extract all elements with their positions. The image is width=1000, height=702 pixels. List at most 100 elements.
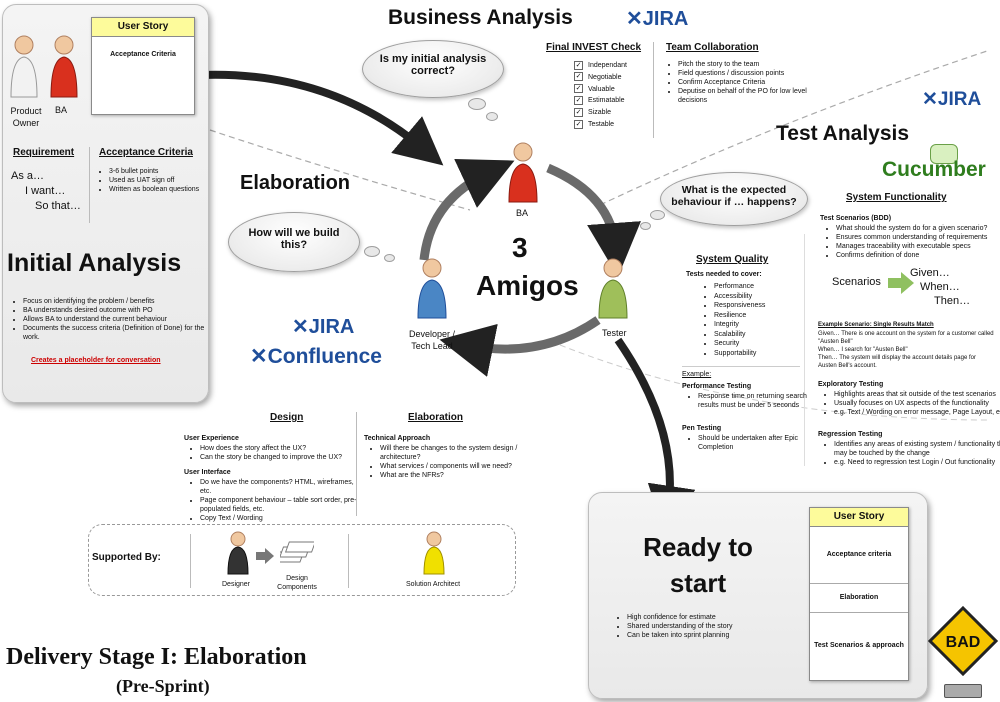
list-item: Confirm Acceptance Criteria (678, 78, 818, 87)
divider (653, 42, 654, 138)
acceptance-criteria-list: 3-6 bullet points Used as UAT sign off W… (95, 167, 213, 194)
gwt-line: When… (920, 281, 960, 293)
invest-header: Final INVEST Check (546, 42, 642, 53)
list-item: Manages traceability with executable spe… (836, 242, 1000, 251)
designer-figure (227, 531, 249, 575)
ba-label: BA (55, 105, 68, 115)
design-header: Design (270, 412, 304, 423)
tech-approach-header: Technical Approach (364, 435, 431, 442)
performance-testing-header: Performance Testing (682, 383, 752, 390)
list-item: Confirms definition of done (836, 251, 1000, 260)
confluence-icon: ✕ (250, 345, 268, 368)
cucumber-speech-icon (930, 144, 958, 164)
list-item: Page component behaviour – table sort or… (200, 496, 360, 514)
list-item: Ensures common understanding of requirem… (836, 233, 1000, 242)
ready-sticky-section: Test Scenarios & approach (814, 642, 904, 649)
thought-dot (468, 98, 486, 110)
list-item: Should be undertaken after Epic Completi… (698, 434, 814, 452)
list-item: Supportability (714, 349, 814, 359)
ba-center-label: BA (516, 208, 529, 218)
list-item: Highlights areas that sit outside of the… (834, 390, 1000, 399)
jira-icon: ✕ (626, 8, 643, 30)
divider (348, 534, 349, 588)
list-item: Responsiveness (714, 301, 814, 311)
ready-heading-line: Ready to (643, 532, 753, 562)
scenarios-label: Scenarios (832, 276, 881, 288)
initial-analysis-bullets: Focus on identifying the problem / benef… (9, 297, 213, 342)
regression-list: Identifies any areas of existing system … (820, 440, 1000, 467)
list-item: Copy Text / Wording (200, 514, 360, 523)
jira-icon: ✕ (292, 316, 309, 338)
user-story-sticky-body: Acceptance Criteria (110, 51, 176, 58)
initial-analysis-heading: Initial Analysis (7, 249, 182, 277)
placeholder-link[interactable]: Creates a placeholder for conversation (31, 357, 161, 364)
list-item: Integrity (714, 320, 814, 330)
list-item: 3-6 bullet points (109, 167, 213, 176)
list-item: Field questions / discussion points (678, 69, 818, 78)
list-item: Pitch the story to the team (678, 60, 818, 69)
confluence-logo: ✕Confluence (250, 345, 382, 368)
arrow-to-ba (199, 70, 444, 166)
system-quality-header: System Quality (696, 254, 769, 265)
tester-label: Tester (602, 328, 627, 338)
list-item: Deputise on behalf of the PO for low lev… (678, 87, 818, 105)
arrow-to-ready (614, 337, 696, 534)
checkbox-icon: ✓ (574, 119, 583, 129)
ready-user-story-sticky: User Story Acceptance criteria Elaborati… (809, 507, 909, 681)
requirement-lines: As a… I want… So that… (11, 169, 81, 214)
pen-testing-header: Pen Testing (682, 425, 722, 432)
team-collab-header: Team Collaboration (666, 42, 759, 53)
tester-figure (598, 258, 628, 319)
business-analysis-heading: Business Analysis (388, 6, 573, 29)
invest-item: ✓Estimatable (574, 96, 625, 106)
page-title: Delivery Stage I: Elaboration (6, 644, 307, 670)
quality-list: Performance Accessibility Responsiveness… (700, 282, 814, 358)
jira-logo-mid: ✕JIRA (292, 316, 355, 338)
ready-bullets: High confidence for estimate Shared unde… (613, 613, 807, 640)
bad-badge-text: BAD (946, 634, 981, 651)
divider (190, 534, 191, 588)
gwt-line: Then… (934, 295, 971, 307)
list-item: Response time on returning search result… (698, 392, 814, 410)
ready-to-start-panel: Ready to start High confidence for estim… (588, 492, 928, 699)
checkbox-icon: ✓ (574, 96, 583, 106)
supported-by-box (88, 524, 516, 596)
pen-testing-list: Should be undertaken after Epic Completi… (684, 434, 814, 452)
bad-badge-icon: BAD (928, 606, 998, 676)
ba-avatar (50, 35, 78, 98)
list-item: Can be taken into sprint planning (627, 631, 807, 640)
invest-item: ✓Negotiable (574, 72, 622, 82)
cucumber-logo: Cucumber (882, 158, 986, 181)
regression-header: Regression Testing (818, 431, 883, 438)
example-label: Example: (682, 371, 712, 378)
list-item: High confidence for estimate (627, 613, 807, 622)
example-line: Then… The system will display the accoun… (818, 355, 976, 369)
invest-item: ✓Testable (574, 119, 615, 129)
list-item: BA understands desired outcome with PO (23, 306, 213, 315)
thought-dot (650, 210, 665, 220)
invest-item: ✓Valuable (574, 84, 615, 94)
dashed-divider-mid (559, 344, 991, 421)
gwt-block: Given… When… Then… (910, 266, 970, 308)
test-analysis-heading: Test Analysis (776, 122, 910, 145)
list-item: Can the story be changed to improve the … (200, 453, 360, 462)
cycle-arrow-tester-dev (439, 316, 601, 377)
invest-item: ✓Sizable (574, 107, 611, 117)
ready-sticky-section: Acceptance criteria (810, 527, 908, 584)
req-line: As a… (11, 170, 45, 182)
list-item: What services / components will we need? (380, 462, 530, 471)
designer-label: Designer (222, 581, 251, 588)
cycle-arrow-dev-ba (419, 158, 515, 261)
product-owner-avatar (10, 35, 38, 98)
ui-header: User Interface (184, 469, 231, 476)
ba-figure (508, 142, 538, 203)
thought-dot (364, 246, 380, 257)
architect-figure (423, 531, 445, 575)
ui-list: Do we have the components? HTML, wirefra… (186, 478, 360, 523)
example-scenario-text: Given… There is one account on the syste… (818, 330, 994, 370)
developer-figure (417, 258, 447, 319)
page-subtitle: (Pre-Sprint) (116, 676, 210, 696)
list-item: Documents the success criteria (Definiti… (23, 324, 213, 342)
divider (89, 147, 90, 223)
